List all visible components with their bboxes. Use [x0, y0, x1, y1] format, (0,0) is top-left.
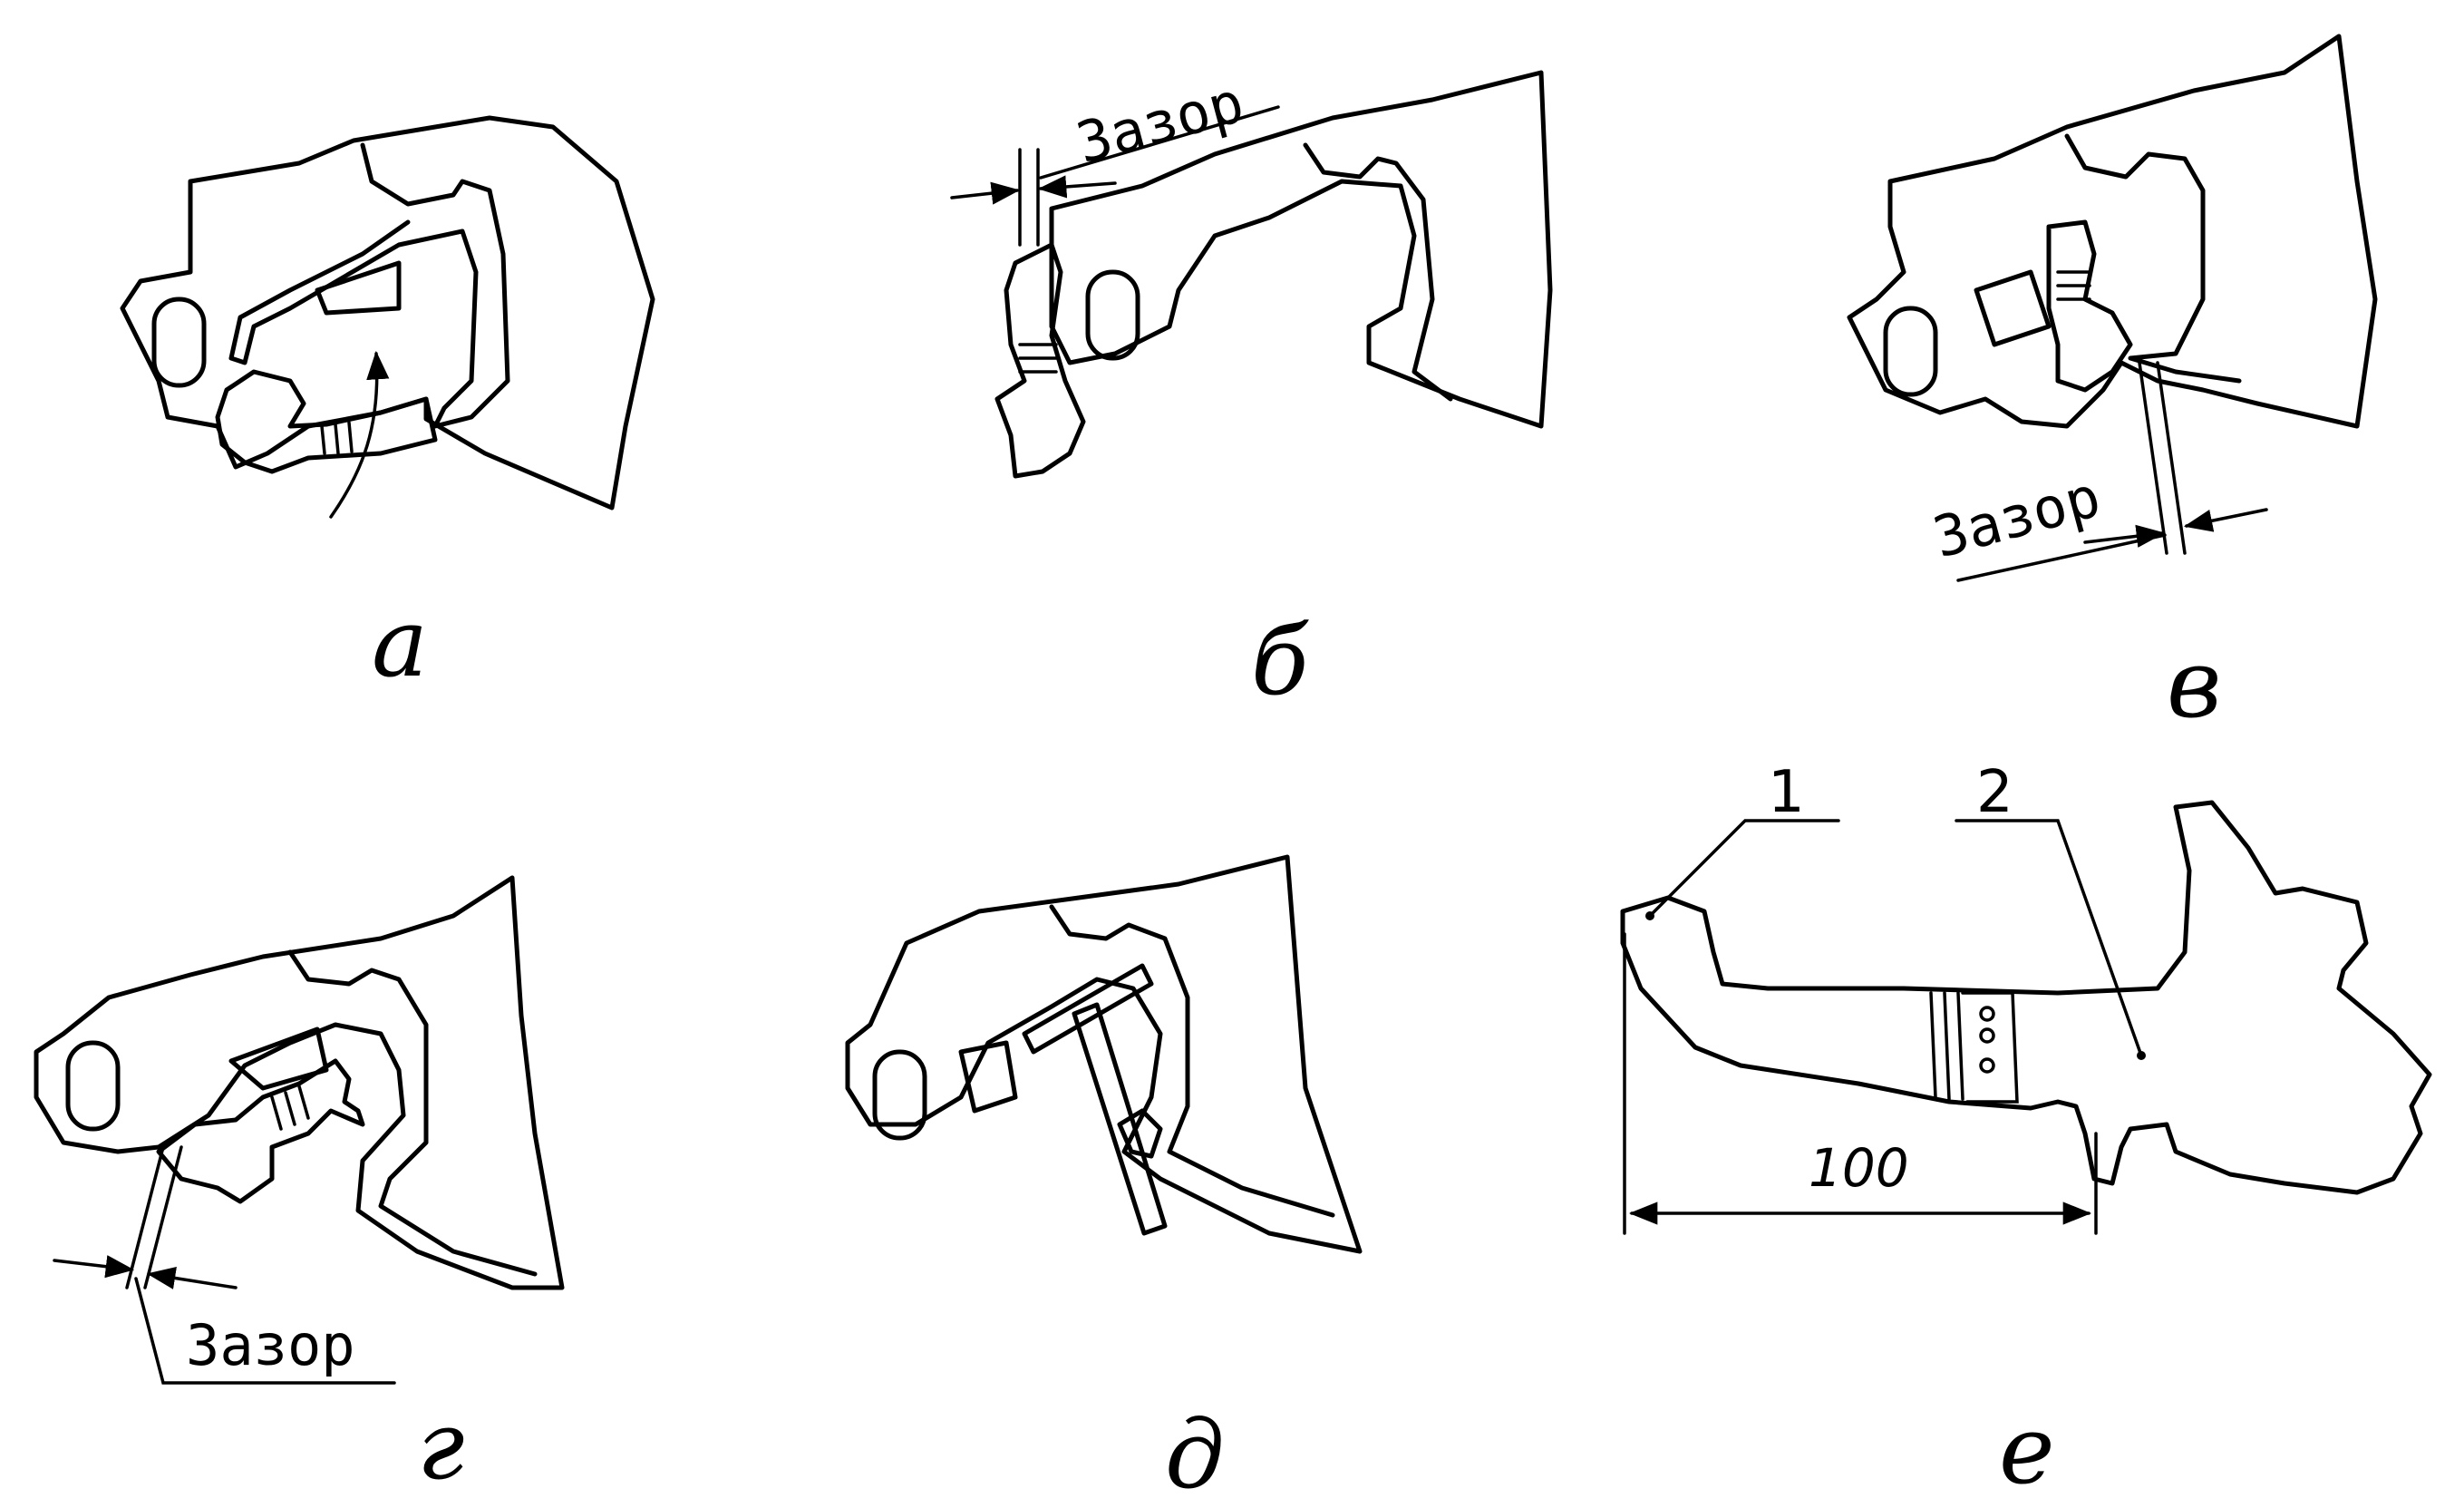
- lock-piece: [2046, 219, 2133, 393]
- coupler-side-window: [228, 1026, 329, 1091]
- gap-dimension-arrow: [53, 1255, 135, 1279]
- panel-caption: д: [1165, 1399, 1225, 1508]
- coupler-inner-contour: [1303, 142, 1453, 402]
- lock-piece-stripes: [1929, 991, 1964, 1101]
- lock-piece-stripes: [2056, 270, 2091, 301]
- gap-dimension-arrow: [950, 181, 1021, 205]
- gap-leader-line: [1956, 533, 2167, 582]
- panel-caption: а: [372, 588, 428, 698]
- panel-caption: в: [2167, 628, 2222, 739]
- rivet-hole: [1979, 1006, 1995, 1022]
- gap-extension-line: [1018, 148, 1040, 247]
- coupler-slot: [1085, 269, 1140, 361]
- coupler-body-outline: [845, 854, 1363, 1254]
- coupler-side-window: [1974, 269, 2052, 347]
- callout-leader-1: [1648, 819, 1840, 918]
- coupler-body-outline: [34, 875, 565, 1290]
- panel-caption: г: [417, 1390, 465, 1501]
- lock-piece: [215, 369, 438, 474]
- rotation-arrow: [329, 350, 390, 519]
- lock-piece-stripes: [320, 421, 354, 455]
- panel-b: Зазор б: [950, 69, 1553, 716]
- lock-piece-outline: [1620, 800, 2432, 1195]
- coupler-slot: [1883, 306, 1938, 397]
- lock-piece: [994, 242, 1086, 479]
- lock-piece: [1117, 1108, 1163, 1159]
- panel-a: а: [120, 115, 655, 698]
- panel-d: д: [845, 854, 1363, 1508]
- gap-dimension-arrow: [2083, 524, 2166, 548]
- lock-piece-stripes: [270, 1085, 310, 1131]
- gap-extension-line: [2138, 361, 2187, 555]
- coupler-inner-contour: [228, 142, 510, 429]
- gauge-rod: [1072, 1002, 1168, 1236]
- coupler-body-outline: [1049, 70, 1553, 429]
- coupler-slot: [151, 297, 207, 388]
- gap-leader-line: [1039, 105, 1280, 180]
- coupler-side-window: [958, 1040, 1018, 1114]
- dimension-value: 100: [1809, 1137, 1909, 1199]
- coupler-slot: [65, 1040, 121, 1132]
- rivet-hole: [1979, 1027, 1995, 1044]
- gap-dimension-arrow: [1037, 175, 1117, 199]
- gap-dimension-arrow: [146, 1266, 238, 1289]
- lock-piece-plate: [1961, 991, 2019, 1104]
- panel-e: 1 2 100 е: [1620, 759, 2432, 1505]
- coupler-slot: [872, 1049, 927, 1141]
- gap-dimension-arrow: [2183, 508, 2268, 532]
- coupler-inner-contour: [287, 949, 538, 1277]
- gap-label: Зазор: [186, 1312, 355, 1378]
- gap-label: Зазор: [1070, 69, 1250, 177]
- panel-v: Зазор в: [1847, 34, 2378, 739]
- dimension-extension-line: [1623, 932, 2098, 1235]
- callout-label: 1: [1768, 759, 1805, 826]
- coupler-inner-contour: [1049, 904, 1335, 1218]
- gap-leader-line: [134, 1277, 396, 1385]
- gauge-crossbar: [1022, 963, 1154, 1055]
- panel-caption: е: [1999, 1395, 2055, 1505]
- callout-label: 2: [1976, 759, 2013, 826]
- panel-caption: б: [1251, 606, 1309, 716]
- coupler-inner-contour: [2064, 133, 2242, 384]
- rivet-hole: [1979, 1057, 1995, 1074]
- lock-piece: [156, 1058, 365, 1204]
- coupler-side-window: [315, 260, 402, 316]
- callout-leader-2: [1955, 819, 2143, 1057]
- lock-piece-stripes: [1018, 343, 1058, 374]
- panel-g: Зазор г: [34, 875, 565, 1501]
